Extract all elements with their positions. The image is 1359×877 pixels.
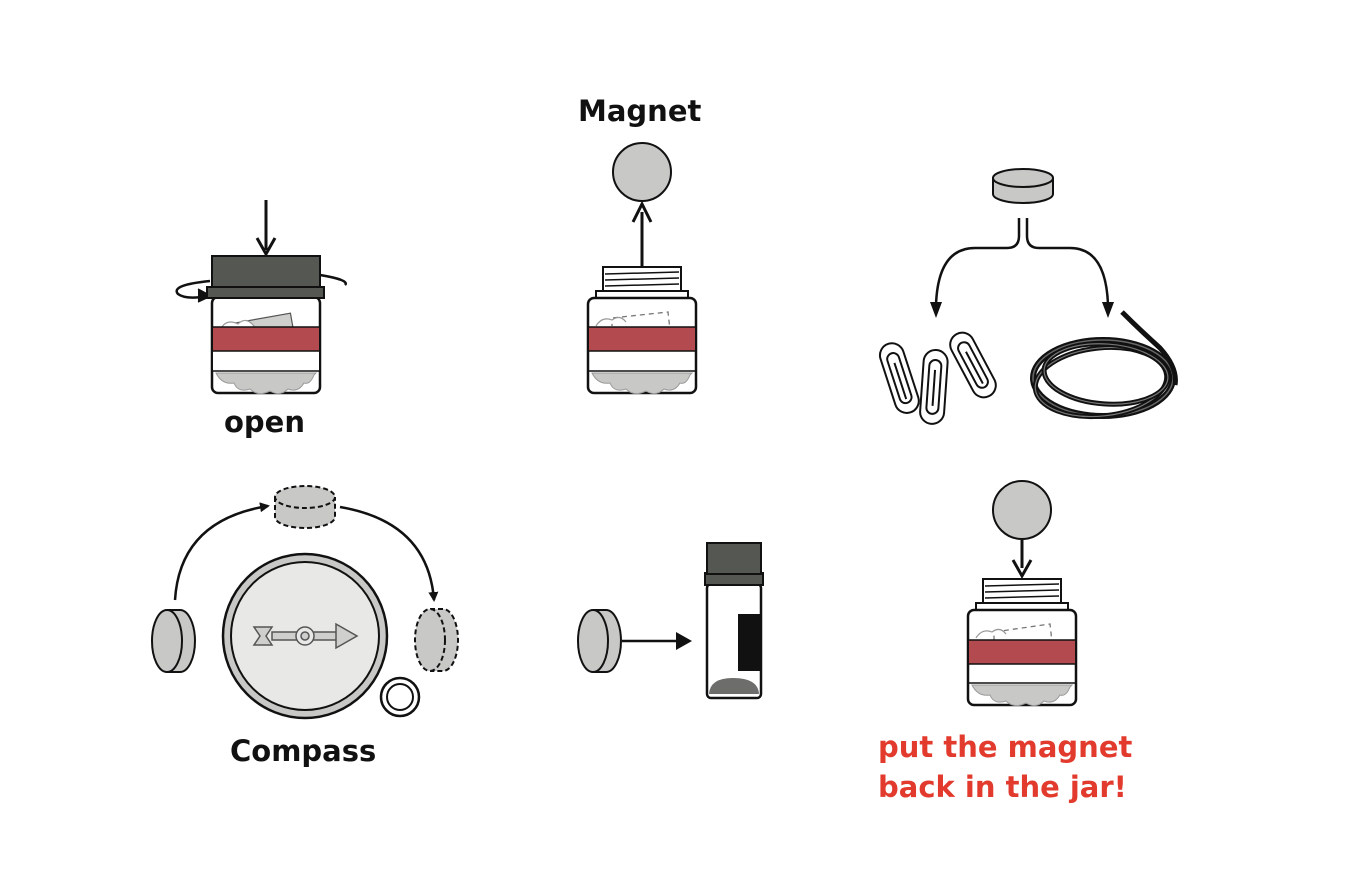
magnet bbox=[992, 480, 1052, 540]
return-magnet-note: put the magnet back in the jar! bbox=[878, 727, 1132, 807]
open-jar-step bbox=[175, 200, 347, 395]
magnet-disc bbox=[992, 168, 1054, 204]
arrow-to-cable bbox=[1025, 218, 1110, 306]
paper-clips-icon bbox=[878, 331, 997, 425]
magnet-left bbox=[151, 609, 196, 673]
note-line-2: back in the jar! bbox=[878, 770, 1127, 804]
magnet bbox=[612, 142, 672, 202]
note-line-1: put the magnet bbox=[878, 730, 1133, 764]
compass-needle bbox=[252, 622, 359, 650]
jar bbox=[586, 296, 698, 395]
magnet-top-dashed bbox=[274, 485, 336, 529]
move-arrow-2 bbox=[339, 505, 439, 602]
compass-label: Compass bbox=[230, 734, 377, 768]
jar bbox=[966, 608, 1078, 707]
press-arrowhead bbox=[255, 237, 277, 258]
open-label: open bbox=[224, 405, 305, 439]
twist-arrow bbox=[175, 279, 211, 299]
lid bbox=[211, 255, 321, 288]
move-arrow-1 bbox=[173, 502, 270, 601]
remove-magnet-step bbox=[586, 142, 698, 395]
cable-coil-icon bbox=[1030, 310, 1178, 420]
magnet-to-vial-step bbox=[577, 542, 764, 700]
jar bbox=[210, 295, 322, 395]
compass-icon bbox=[221, 552, 421, 720]
magnet-attracts-step bbox=[878, 168, 1178, 425]
magnet-side bbox=[577, 609, 622, 673]
lid-rim bbox=[206, 286, 325, 299]
jar-threads bbox=[975, 578, 1069, 611]
compass-step bbox=[151, 485, 459, 720]
magnet-label: Magnet bbox=[578, 94, 702, 128]
jar-threads bbox=[595, 266, 689, 299]
vial-icon bbox=[704, 542, 764, 700]
arrow-to-clips bbox=[934, 218, 1021, 306]
magnet-right-dashed bbox=[414, 608, 459, 672]
return-magnet-step bbox=[966, 480, 1078, 707]
